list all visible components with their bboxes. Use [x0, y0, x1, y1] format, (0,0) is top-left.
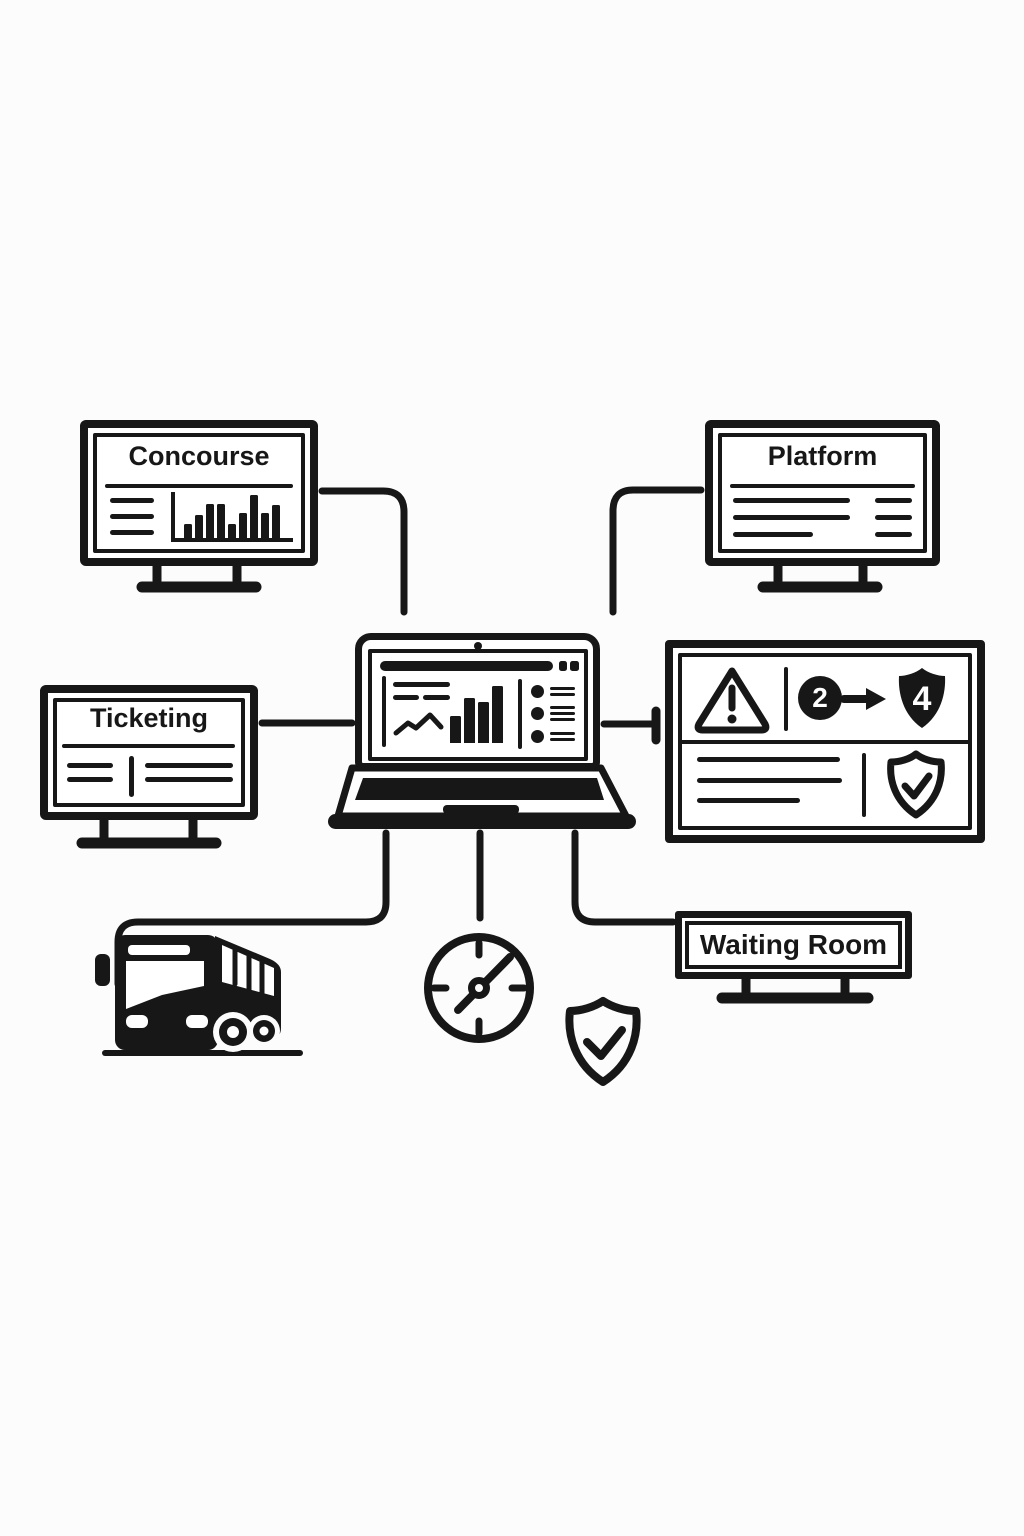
bullet-list-item: [531, 684, 575, 698]
panel-divider: [518, 679, 522, 749]
text-line: [697, 757, 840, 762]
waiting-room-stand: [716, 974, 874, 1004]
circle-count-badge: 2: [798, 676, 842, 720]
text-line: [875, 498, 912, 503]
bullet-list-item: [531, 729, 575, 743]
cell-divider: [862, 753, 866, 817]
concourse-screen-frame: Concourse: [93, 433, 305, 553]
concourse-bar-chart: [171, 492, 293, 542]
platform-stand: [757, 561, 883, 593]
bullet-icon: [531, 729, 544, 743]
concourse-display: Concourse: [80, 420, 318, 566]
chart-bar: [478, 702, 489, 743]
shield-check-icon: [565, 997, 641, 1086]
connector-platform-laptop: [609, 486, 705, 616]
chart-bar: [261, 513, 269, 538]
row-divider: [682, 740, 968, 744]
text-line: [110, 530, 154, 535]
bus-icon: [95, 935, 303, 1056]
clock-icon: [424, 933, 534, 1043]
chart-bar: [206, 504, 214, 538]
text-line: [145, 777, 233, 782]
trend-line-chart: [393, 712, 444, 736]
text-line: [110, 498, 154, 503]
chart-bar: [492, 686, 503, 743]
chart-bar: [217, 504, 225, 538]
concourse-label: Concourse: [128, 441, 270, 471]
text-line: [145, 763, 233, 768]
text-line: [875, 532, 912, 537]
laptop-dashboard: [368, 649, 588, 761]
waiting-room-display: Waiting Room: [675, 911, 912, 979]
text-line: [697, 778, 842, 783]
ticketing-screen-frame: Ticketing: [53, 698, 245, 807]
text-line: [875, 515, 912, 520]
chart-bar: [450, 716, 461, 743]
dashboard-bar-chart: [450, 685, 503, 743]
title-divider: [105, 484, 293, 488]
text-line: [110, 514, 154, 519]
chart-bar: [228, 524, 236, 538]
laptop-keyboard: [355, 778, 604, 800]
platform-label: Platform: [767, 441, 878, 471]
cell-divider: [784, 667, 788, 731]
waiting-room-frame: Waiting Room: [685, 921, 902, 969]
hub-laptop-screen: [355, 633, 600, 770]
shield-count-badge: 4: [898, 668, 946, 728]
chart-axis: [382, 676, 386, 747]
chart-bar: [195, 515, 203, 538]
arrow-right-icon: [840, 688, 886, 710]
alert-panel-frame: 2 4: [678, 653, 972, 830]
chart-bar: [272, 505, 280, 538]
text-line: [733, 498, 850, 503]
column-divider: [129, 756, 134, 797]
bullet-icon: [531, 684, 544, 698]
chart-bar: [464, 698, 475, 743]
ticketing-stand: [76, 815, 222, 849]
text-line: [67, 763, 113, 768]
laptop-base-bar: [328, 814, 636, 829]
toolbar-square: [559, 661, 567, 671]
text-line: [423, 695, 450, 700]
connector-laptop-bus: [114, 829, 390, 988]
platform-display: Platform: [705, 420, 940, 566]
ticketing-label: Ticketing: [89, 703, 209, 733]
text-line: [733, 532, 813, 537]
concourse-stand: [136, 561, 262, 593]
alert-panel: 2 4: [665, 640, 985, 843]
shield-check-icon: [887, 750, 945, 819]
title-divider: [62, 744, 235, 748]
text-line: [733, 515, 850, 520]
shield-count-text: 4: [913, 680, 932, 718]
title-divider: [730, 484, 915, 488]
chart-bar: [184, 524, 192, 538]
chart-bar: [239, 513, 247, 538]
laptop-trackpad: [443, 805, 519, 814]
text-line: [697, 798, 800, 803]
text-line: [393, 682, 450, 687]
ticketing-display: Ticketing: [40, 685, 258, 820]
bullet-icon: [531, 706, 544, 720]
text-line: [393, 695, 419, 700]
toolbar-square: [570, 661, 579, 671]
connector-laptop-waiting-room: [571, 829, 677, 926]
platform-screen-frame: Platform: [718, 433, 927, 553]
waiting-room-label: Waiting Room: [699, 929, 888, 960]
chart-bar: [250, 495, 258, 538]
bullet-list-item: [531, 705, 575, 721]
warning-triangle-icon: [694, 667, 770, 734]
connector-concourse-laptop: [318, 487, 408, 616]
webcam-dot-icon: [473, 642, 482, 650]
text-line: [67, 777, 113, 782]
toolbar-bar: [380, 661, 553, 671]
